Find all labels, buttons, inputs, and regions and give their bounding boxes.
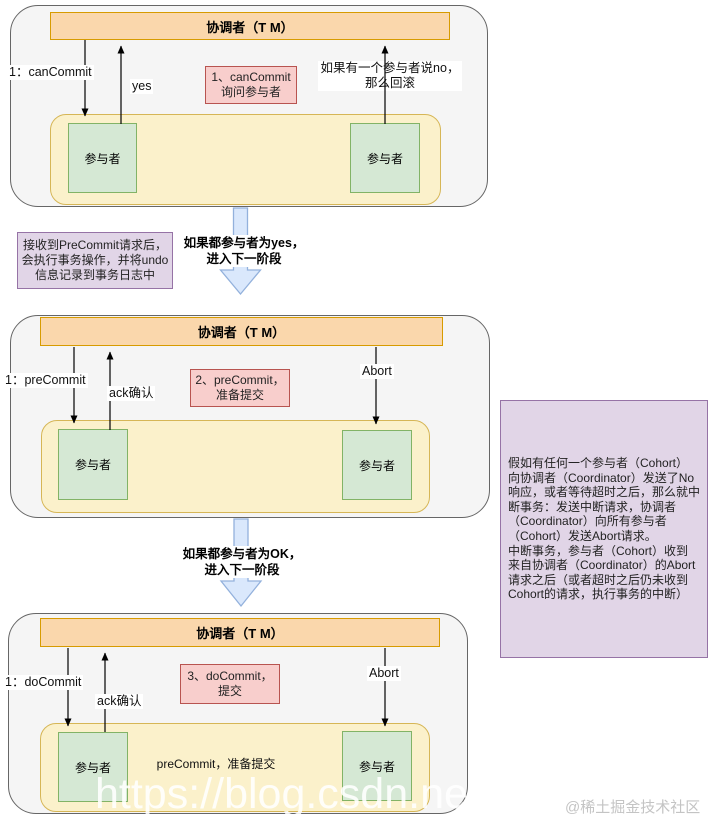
transition1-label: 如果都参与者为yes， 进入下一阶段	[179, 235, 309, 267]
stage1-phase-note: 1、canCommit 询问参与者	[205, 66, 297, 104]
stage2-phase-note: 2、preCommit， 准备提交	[190, 369, 290, 407]
stage3-response-label: ack确认	[95, 694, 144, 709]
stage2-coordinator-bar: 协调者（T M）	[40, 317, 443, 346]
stage1-participant-left: 参与者	[68, 123, 137, 193]
participant-label: 参与者	[74, 458, 111, 472]
stage1-coordinator-bar: 协调者（T M）	[50, 12, 450, 40]
stage2-response-label: ack确认	[107, 386, 156, 401]
stage2-coordinator-label: 协调者（T M）	[197, 325, 286, 340]
transition2-label: 如果都参与者为OK， 进入下一阶段	[177, 546, 307, 578]
stage3-phase-note: 3、doCommit， 提交	[180, 664, 280, 704]
stage3-participant-right: 参与者	[342, 731, 412, 801]
participant-label: 参与者	[366, 151, 403, 166]
abort-flow-note: 假如有任何一个参与者（Cohort）向协调者（Coordinator）发送了No…	[500, 400, 708, 658]
csdn-watermark: https://blog.csdn.net/	[95, 770, 492, 818]
stage1-side-label: 如果有一个参与者说no， 那么回滚	[318, 61, 462, 91]
stage2-request-label: 1：preCommit	[3, 373, 88, 388]
stage3-inner-status-label: preCommit，准备提交	[156, 757, 276, 771]
stage1-participant-right: 参与者	[350, 123, 420, 193]
stage1-response-label: yes	[130, 79, 154, 94]
participant-label: 参与者	[74, 760, 111, 775]
stage2-participant-left: 参与者	[58, 429, 128, 500]
stage2-abort-label: Abort	[360, 364, 394, 379]
stage1-request-label: 1：canCommit	[7, 65, 94, 80]
juejin-watermark: @稀土掘金技术社区	[565, 799, 701, 816]
precommit-undo-note: 接收到PreCommit请求后， 会执行事务操作，并将undo 信息记录到事务日…	[17, 232, 173, 289]
stage3-coordinator-label: 协调者（T M）	[196, 626, 284, 641]
stage3-participant-left: 参与者	[58, 732, 128, 802]
participant-label: 参与者	[358, 759, 395, 774]
stage3-abort-label: Abort	[367, 666, 401, 681]
stage1-coordinator-label: 协调者（T M）	[206, 19, 294, 35]
participant-label: 参与者	[84, 151, 121, 166]
stage2-participant-right: 参与者	[342, 430, 412, 500]
stage3-request-label: 1：doCommit	[3, 675, 84, 690]
participant-label: 参与者	[358, 458, 395, 473]
stage3-coordinator-bar: 协调者（T M）	[40, 618, 440, 647]
